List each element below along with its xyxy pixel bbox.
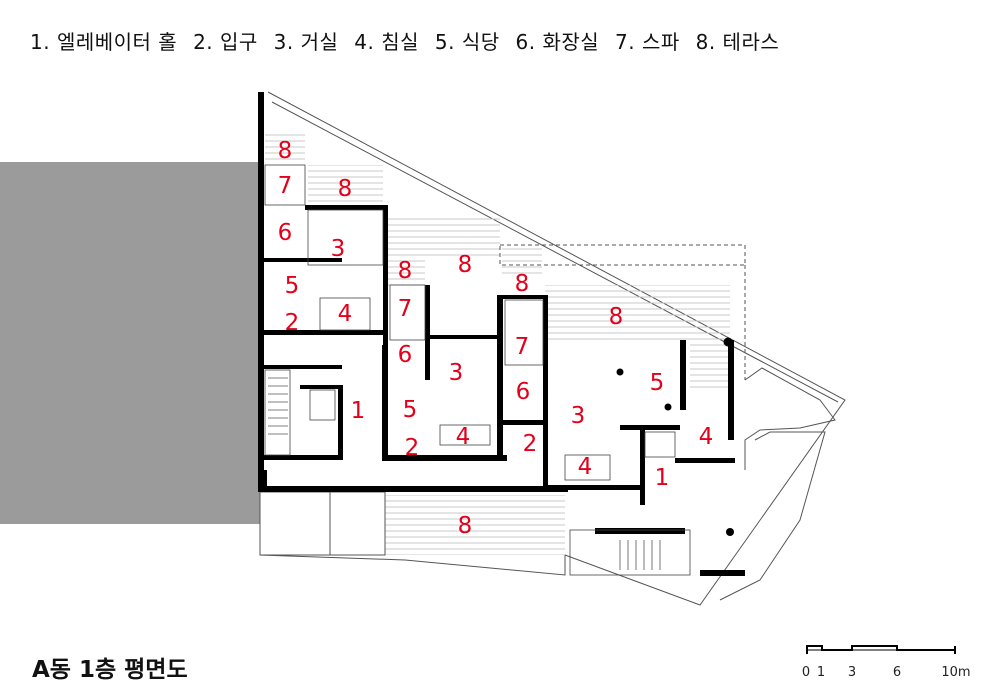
room-numbers: 8 7 8 6 3 8 8 8 5 2 4 7 8 6 3 5 1 7 6 5 …	[278, 138, 714, 539]
legend-item: 5. 식당	[434, 30, 500, 54]
plan-title: A동 1층 평면도	[32, 657, 188, 683]
room-number: 8	[278, 138, 293, 164]
legend-item: 8. 테라스	[695, 30, 780, 54]
column	[726, 528, 734, 536]
room-number: 7	[398, 296, 413, 322]
neighbor-block	[0, 162, 262, 524]
legend-item: 2. 입구	[193, 30, 258, 54]
room-number: 8	[458, 513, 473, 539]
scale-bar: 0 1 3 6 10m	[802, 645, 971, 680]
terraces	[259, 132, 730, 556]
room-number: 2	[405, 435, 420, 461]
scale-label: 6	[893, 665, 901, 680]
room-number: 6	[516, 379, 531, 405]
room-number: 3	[331, 236, 346, 262]
room-number: 5	[285, 273, 300, 299]
room-number: 5	[650, 370, 665, 396]
room-number: 1	[655, 465, 670, 491]
room-number: 4	[699, 424, 714, 450]
stairs	[268, 377, 661, 570]
room-number: 1	[351, 398, 366, 424]
scale-label: 3	[848, 665, 856, 680]
room-number: 6	[398, 342, 413, 368]
room-legend: 1. 엘레베이터 홀 2. 입구 3. 거실 4. 침실 5. 식당 6. 화장…	[30, 26, 788, 55]
room-number: 8	[398, 258, 413, 284]
room-number: 2	[523, 431, 538, 457]
legend-item: 1. 엘레베이터 홀	[30, 30, 178, 54]
room-number: 7	[515, 334, 530, 360]
room-number: 8	[338, 176, 353, 202]
scale-label: 0	[802, 665, 810, 680]
room-number: 6	[278, 220, 293, 246]
column	[616, 368, 624, 376]
room-number: 4	[338, 301, 353, 327]
legend-item: 4. 침실	[354, 30, 420, 54]
legend-item: 6. 화장실	[515, 30, 600, 54]
room-number: 3	[449, 360, 464, 386]
room-number: 8	[609, 304, 624, 330]
driveway-curve	[744, 367, 836, 470]
column	[723, 337, 733, 347]
room-number: 8	[515, 271, 530, 297]
scale-label: 1	[817, 665, 825, 680]
room-number: 2	[285, 310, 300, 336]
room-number: 8	[458, 252, 473, 278]
room-outlines	[264, 164, 691, 576]
site-boundary	[259, 91, 846, 606]
legend-item: 3. 거실	[273, 30, 339, 54]
room-number: 4	[456, 424, 471, 450]
scale-label: 10m	[941, 665, 970, 680]
legend-item: 7. 스파	[615, 30, 680, 54]
walls	[258, 92, 745, 576]
room-number: 3	[571, 403, 586, 429]
column	[664, 403, 672, 411]
room-number: 7	[278, 173, 293, 199]
room-number: 5	[403, 397, 418, 423]
room-number: 4	[578, 454, 593, 480]
